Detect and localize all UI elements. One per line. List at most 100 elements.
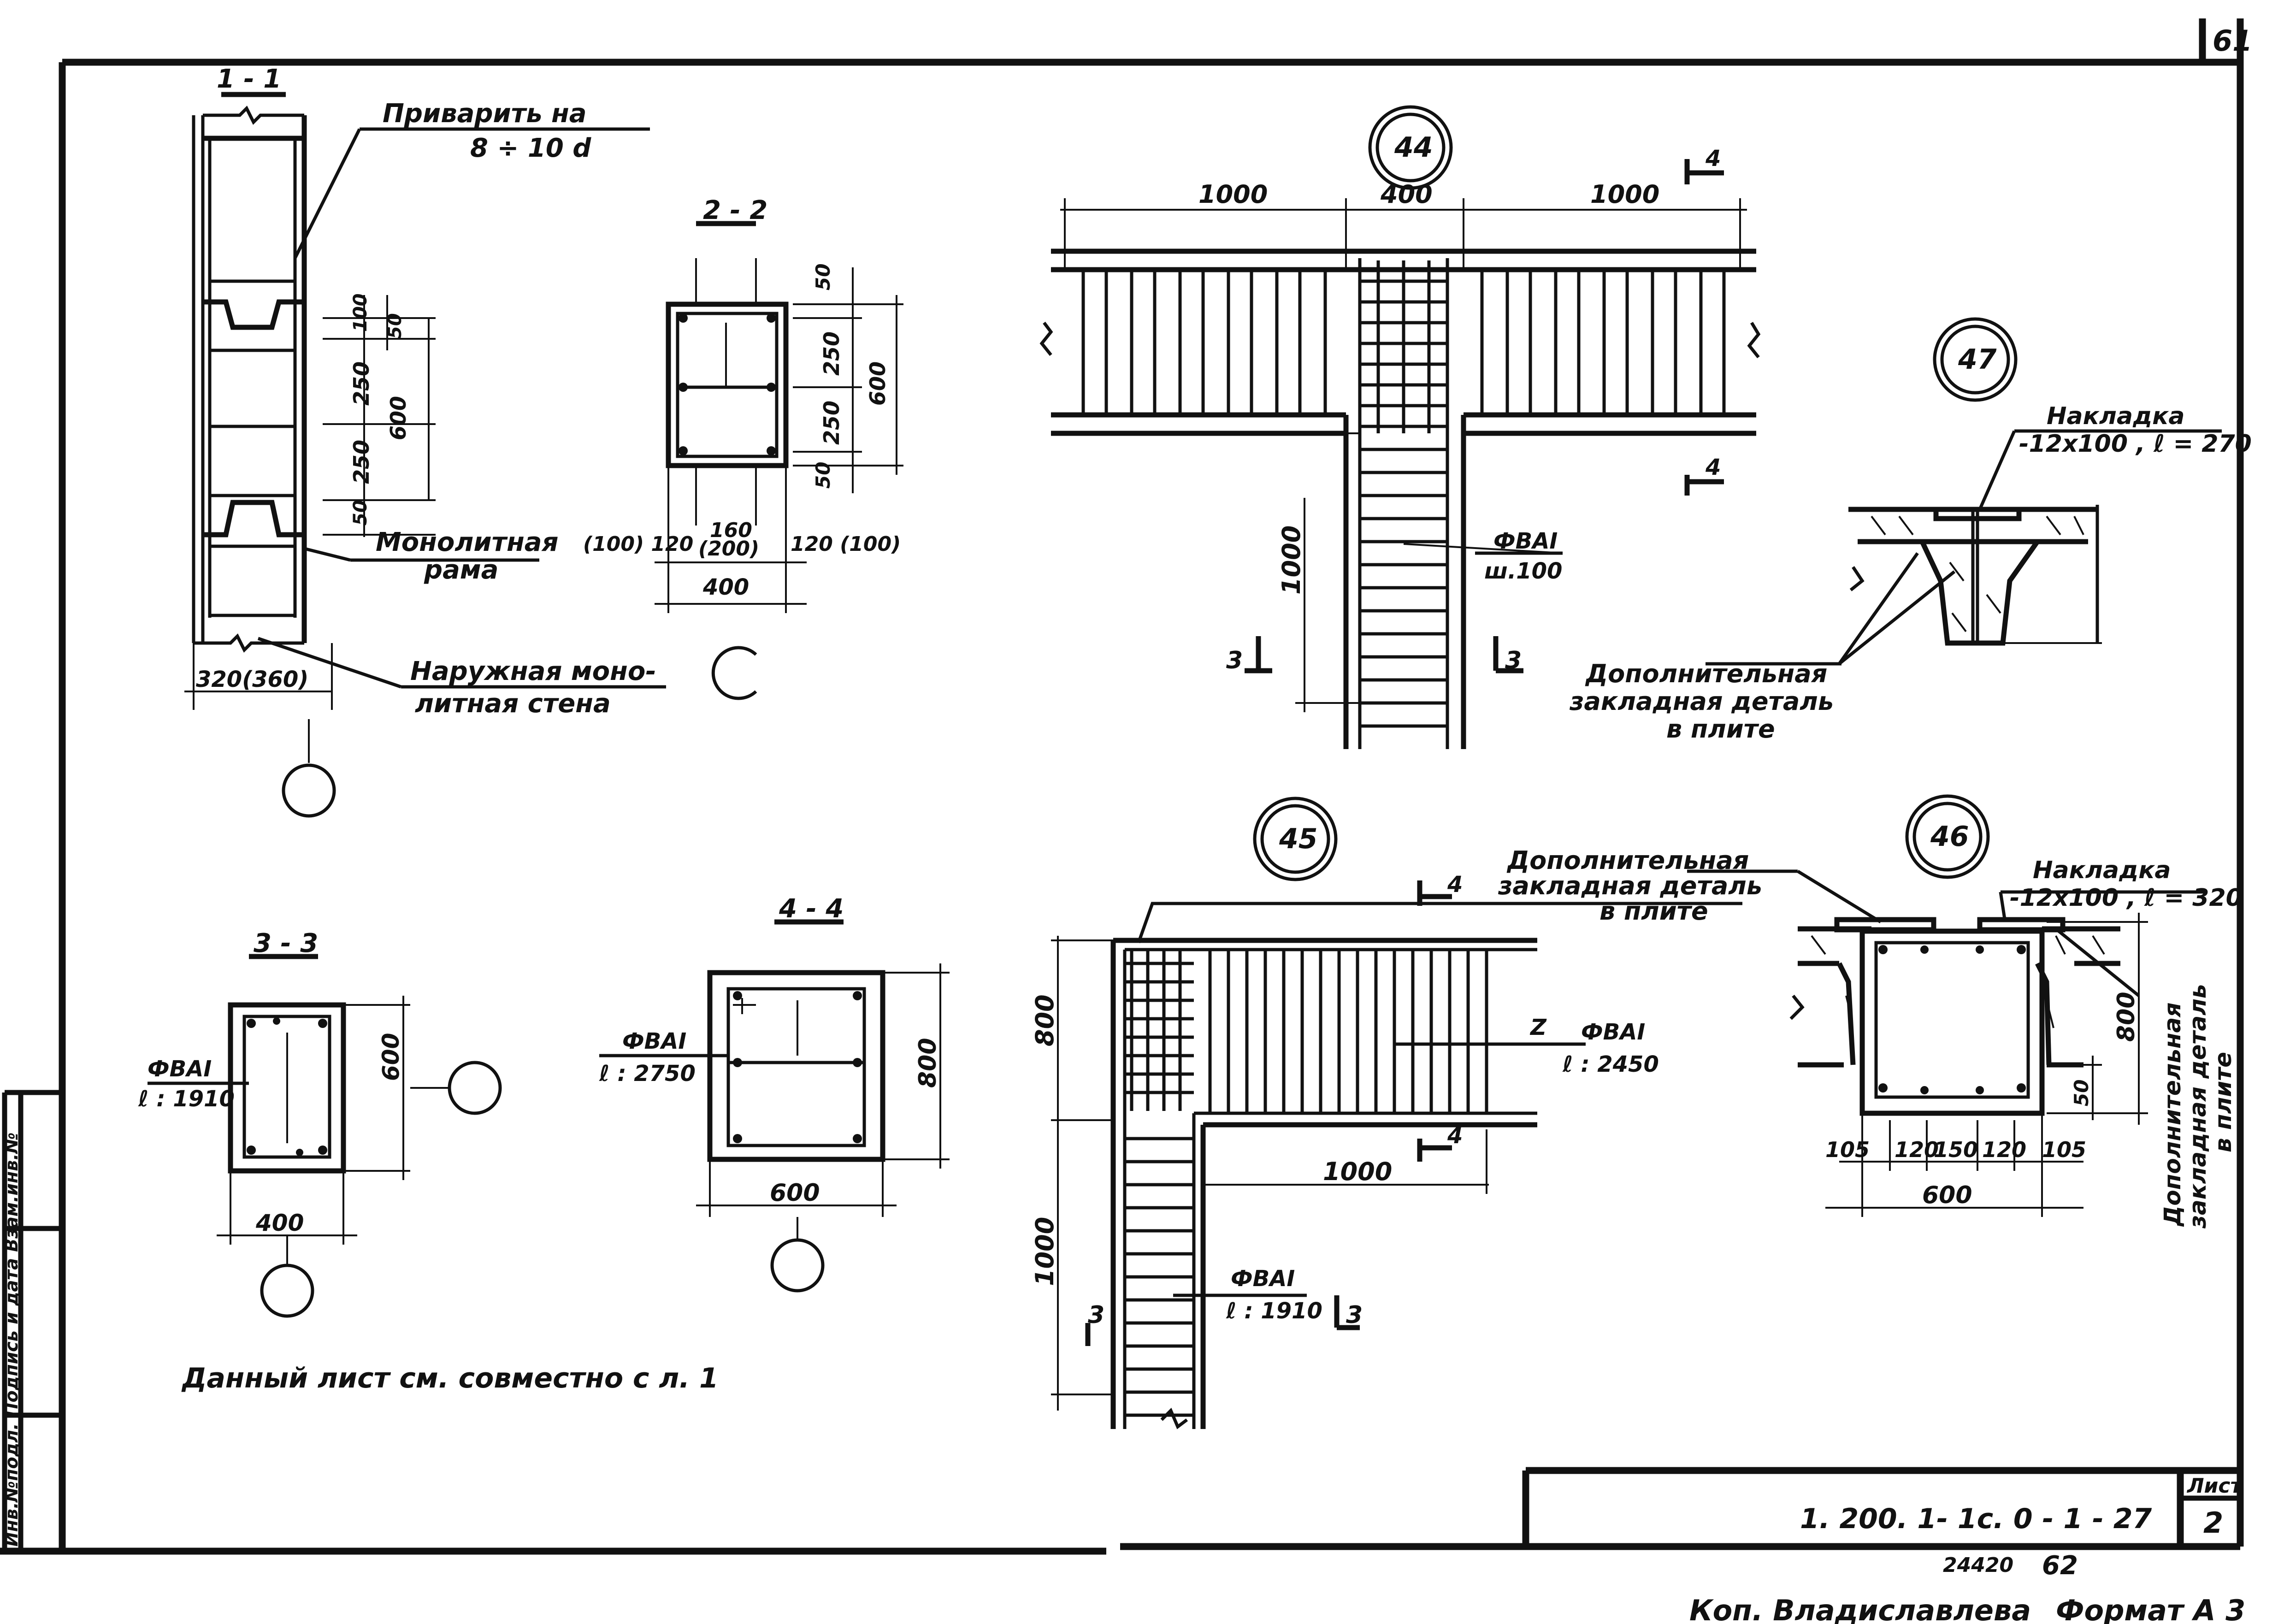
dim-44s-600: 600 bbox=[770, 1179, 820, 1207]
node-44-label: 44 bbox=[1394, 131, 1433, 164]
dim-2-2-50b: 50 bbox=[812, 462, 834, 489]
weld-label-2: 8 ÷ 10 d bbox=[470, 133, 591, 163]
section-3-3 bbox=[148, 954, 502, 1318]
extra-46-3: в плите bbox=[2210, 1052, 2237, 1152]
dim-46-600: 600 bbox=[1922, 1181, 1972, 1209]
corner-cage-45 bbox=[1125, 950, 1194, 1111]
dim-250b: 250 bbox=[349, 440, 374, 484]
dim-44-1000a: 1000 bbox=[1198, 180, 1268, 209]
dim-2-2-mid2: (200) bbox=[698, 537, 759, 561]
dim-50a: 50 bbox=[384, 313, 406, 339]
sec-3-left: 3 bbox=[1226, 647, 1243, 674]
wall-label-1: Наружная моно- bbox=[410, 656, 656, 686]
dim-46-120a: 120 bbox=[1895, 1137, 1939, 1162]
stamp-column bbox=[2, 1090, 62, 1551]
dim-100: 100 bbox=[350, 294, 371, 332]
footer-number-1: 24420 bbox=[1943, 1553, 2013, 1577]
extra-47-1: Дополнительная bbox=[1585, 659, 1827, 688]
frame-label-2: рама bbox=[424, 555, 498, 585]
len-45a: ℓ : 2450 bbox=[1562, 1051, 1659, 1077]
sec-4-top: 4 bbox=[1705, 146, 1721, 171]
node-47-label: 47 bbox=[1958, 343, 1997, 376]
section-2-2 bbox=[655, 221, 903, 700]
extra-47-3: в плите bbox=[1666, 715, 1775, 744]
sheet-label: Лист bbox=[2186, 1474, 2243, 1498]
column-stirrups-44 bbox=[1360, 448, 1447, 728]
dim-45-1000h: 1000 bbox=[1323, 1157, 1392, 1186]
sec-3-right: 3 bbox=[1505, 647, 1522, 674]
extra-46-2: закладная деталь bbox=[2184, 984, 2211, 1229]
dim-33-600: 600 bbox=[378, 1033, 404, 1081]
dim-250a: 250 bbox=[349, 361, 374, 406]
dim-2-2-mid1: 160 bbox=[710, 519, 752, 542]
len-44s: ℓ : 2750 bbox=[599, 1061, 696, 1087]
rebar-33: ФВАI bbox=[148, 1056, 212, 1082]
plate-47-1: Накладка bbox=[2047, 402, 2184, 430]
sec-45-3b: 3 bbox=[1346, 1301, 1363, 1329]
dim-44-1000b: 1000 bbox=[1590, 180, 1659, 209]
width-dim: 320(360) bbox=[196, 667, 308, 692]
title-block bbox=[1522, 1467, 2240, 1547]
dim-2-2-left: (100) 120 bbox=[583, 532, 693, 556]
dim-46-105b: 105 bbox=[2042, 1137, 2086, 1162]
section-4-4-title: 4 - 4 bbox=[779, 894, 844, 924]
extra-46-1: Дополнительная bbox=[2159, 1003, 2186, 1228]
sec-45-4a: 4 bbox=[1447, 872, 1463, 898]
frame-label-1: Монолитная bbox=[376, 527, 559, 557]
node-45-label: 45 bbox=[1279, 823, 1318, 855]
rebar-45b: ФВАI bbox=[1231, 1266, 1295, 1292]
node-47 bbox=[1706, 317, 2222, 666]
weld-label-1: Приварить на bbox=[383, 99, 587, 129]
sheet-note: Данный лист см. совместно с л. 1 bbox=[181, 1362, 719, 1394]
rebar-45a: ФВАI bbox=[1581, 1019, 1645, 1045]
sec-4-mid: 4 bbox=[1705, 455, 1721, 480]
rebar-44s: ФВАI bbox=[622, 1028, 686, 1054]
sheet-format: Формат А 3 bbox=[2056, 1594, 2245, 1624]
z-mark-45: Z bbox=[1529, 1015, 1547, 1040]
section-4-4 bbox=[599, 919, 950, 1293]
len-33: ℓ : 1910 bbox=[138, 1086, 235, 1112]
dim-44-1000v: 1000 bbox=[1277, 526, 1306, 595]
dim-44s-800: 800 bbox=[914, 1038, 942, 1088]
dim-2-2-250a: 250 bbox=[819, 331, 844, 376]
step-44: ш.100 bbox=[1484, 558, 1562, 584]
dim-46-150: 150 bbox=[1934, 1137, 1978, 1162]
extra-47-2: закладная деталь bbox=[1569, 687, 1834, 716]
section-1-1-title: 1 - 1 bbox=[217, 64, 281, 94]
doc-code: 1. 200. 1- 1с. 0 - 1 - 27 bbox=[1800, 1503, 2152, 1535]
section-2-2-title: 2 - 2 bbox=[703, 195, 767, 225]
dim-46-800: 800 bbox=[2113, 992, 2140, 1042]
sheet-number: 2 bbox=[2203, 1506, 2223, 1540]
extra-45-2: закладная деталь bbox=[1498, 871, 1762, 900]
dim-46-50: 50 bbox=[2070, 1080, 2093, 1106]
page-number: 61 bbox=[2213, 24, 2252, 58]
copier-name: Коп. Владиславлева bbox=[1689, 1594, 2031, 1624]
sec-45-4b: 4 bbox=[1447, 1123, 1463, 1149]
rebar-44: ФВАI bbox=[1493, 528, 1558, 554]
dim-33-400: 400 bbox=[255, 1210, 304, 1236]
slab-rebar-44 bbox=[1081, 270, 1726, 415]
len-45b: ℓ : 1910 bbox=[1226, 1298, 1322, 1324]
footer-number-2: 62 bbox=[2042, 1551, 2078, 1581]
node-44 bbox=[1039, 105, 1761, 749]
dim-45-1000v: 1000 bbox=[1030, 1217, 1059, 1286]
sheet-frame bbox=[0, 18, 2244, 1555]
node-46 bbox=[1687, 794, 2203, 1217]
plate-46-2: -12х100 , ℓ = 320 bbox=[2010, 884, 2243, 912]
dim-2-2-total: 400 bbox=[702, 574, 749, 600]
dim-46-120b: 120 bbox=[1982, 1137, 2026, 1162]
dim-2-2-600: 600 bbox=[865, 361, 890, 406]
node-45 bbox=[1051, 797, 1742, 1429]
section-1-1 bbox=[184, 92, 666, 818]
node-46-label: 46 bbox=[1930, 821, 1969, 853]
wall-label-2: литная стена bbox=[415, 689, 611, 719]
dim-2-2-50a: 50 bbox=[812, 264, 834, 290]
sec-45-3a: 3 bbox=[1088, 1301, 1104, 1329]
stamp-label: Инв.№подл. Подпись и дата Взам.инв.№ bbox=[1, 1133, 22, 1547]
dim-45-800: 800 bbox=[1030, 994, 1059, 1046]
section-3-3-title: 3 - 3 bbox=[254, 928, 318, 958]
dim-50b: 50 bbox=[350, 500, 371, 526]
dim-2-2-250b: 250 bbox=[819, 401, 844, 445]
dim-2-2-right: 120 (100) bbox=[791, 532, 901, 556]
dim-46-105a: 105 bbox=[1825, 1137, 1870, 1162]
